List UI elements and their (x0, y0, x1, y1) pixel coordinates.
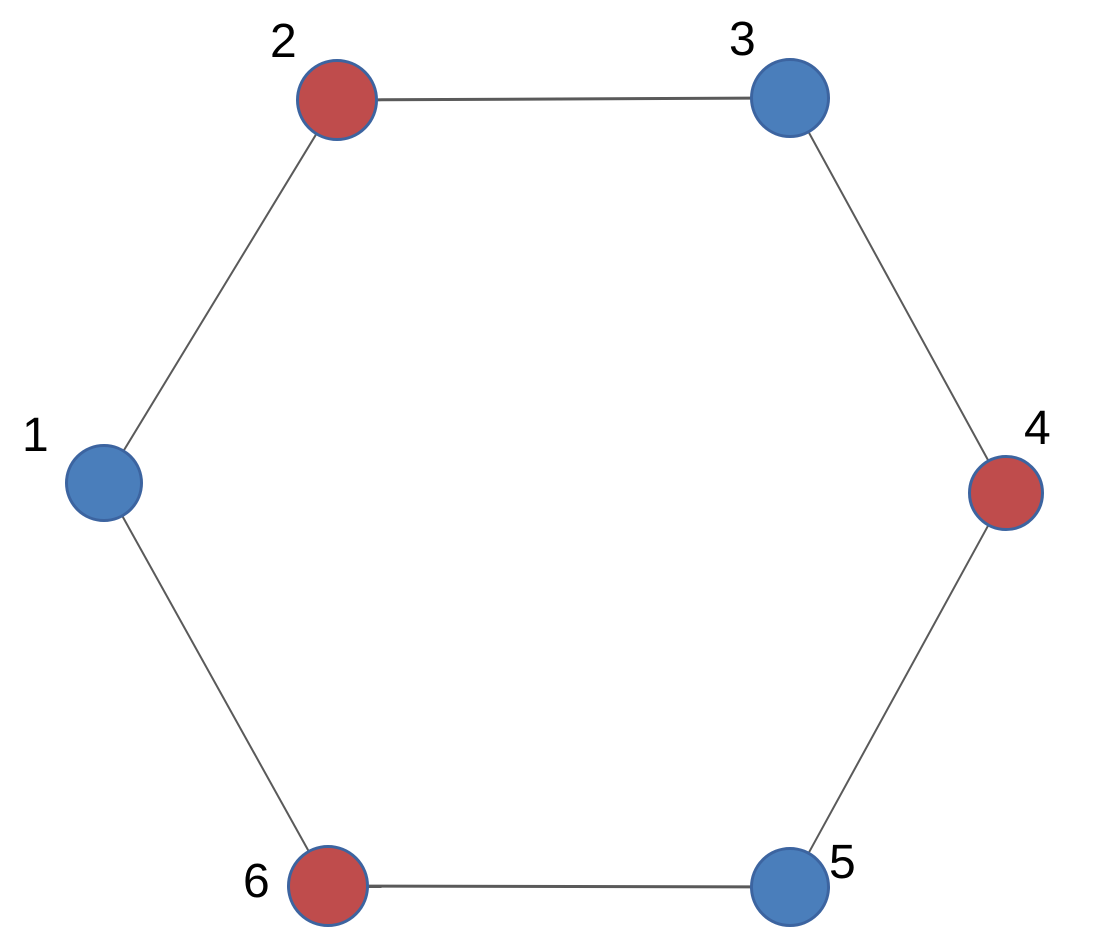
graph-edge-4-5 (807, 524, 990, 854)
graph-node-label-3: 3 (729, 13, 756, 66)
graph-node-1[interactable] (65, 444, 143, 522)
graph-node-3[interactable] (750, 58, 830, 138)
graph-node-2[interactable] (296, 59, 378, 141)
graph-node-6[interactable] (287, 845, 369, 927)
graph-node-5[interactable] (750, 847, 830, 927)
graph-node-label-4: 4 (1024, 402, 1051, 455)
graph-edge-5-6 (367, 884, 752, 889)
graph-node-label-1: 1 (22, 409, 49, 462)
graph-node-label-6: 6 (243, 855, 270, 908)
graph-edge-2-3 (376, 96, 752, 102)
edge-layer (121, 96, 990, 889)
graph-edge-3-4 (807, 131, 990, 462)
graph-edge-1-2 (122, 133, 318, 452)
node-layer (65, 58, 1044, 927)
graph-edge-6-1 (121, 515, 310, 852)
graph-node-label-2: 2 (270, 15, 297, 68)
graph-node-4[interactable] (968, 455, 1044, 531)
graph-node-label-5: 5 (829, 836, 856, 889)
